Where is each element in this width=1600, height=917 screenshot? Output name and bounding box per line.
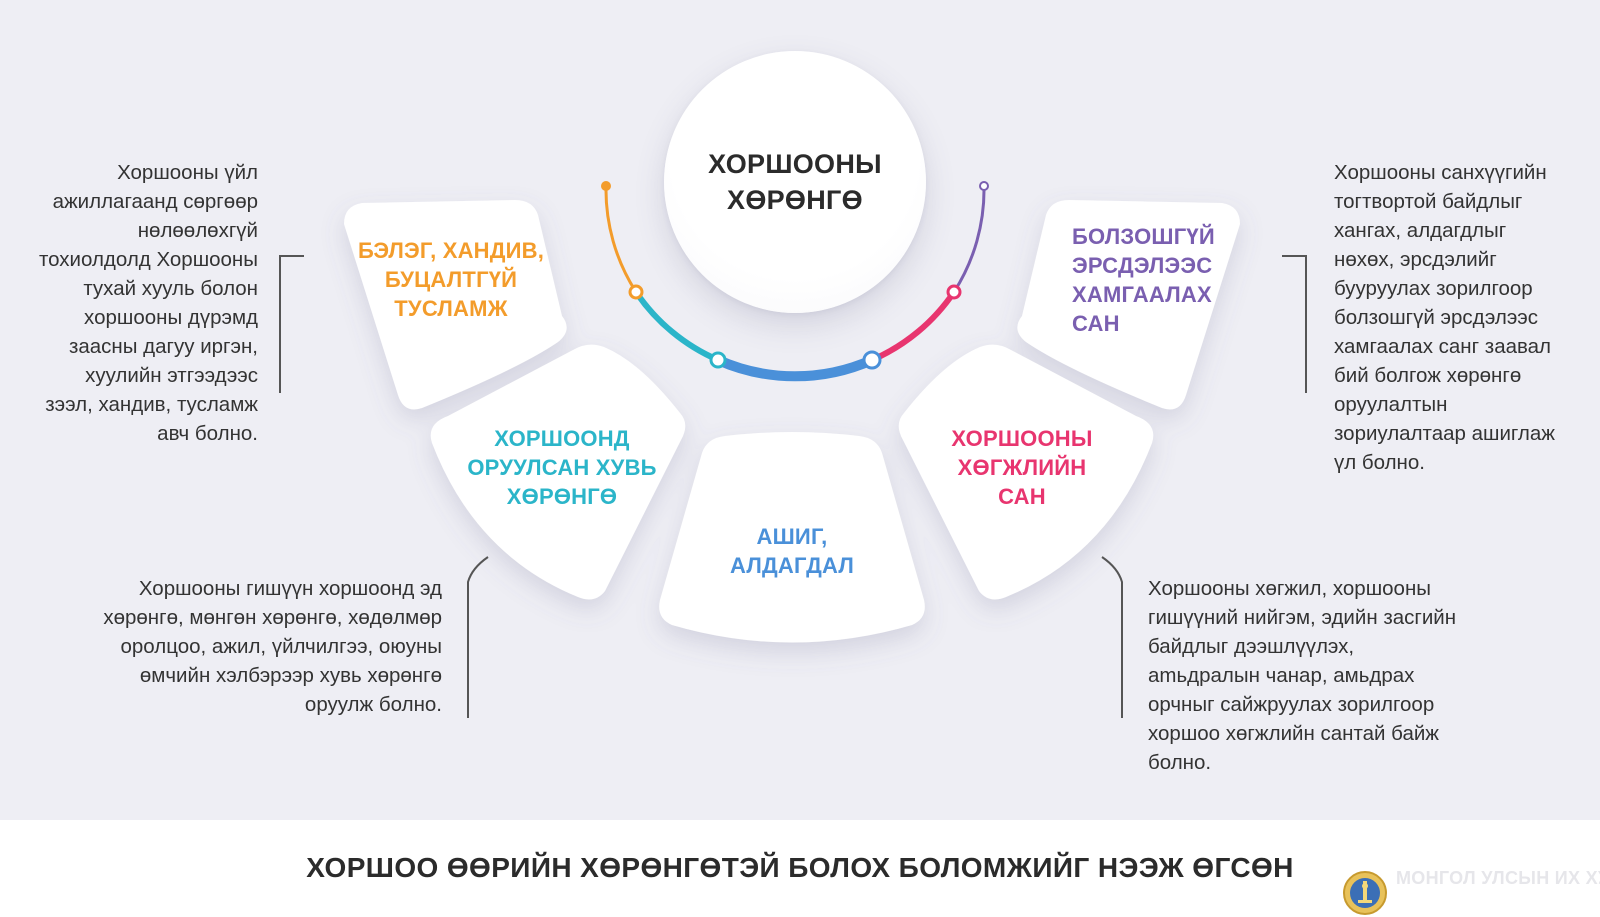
arc-node-orange: [628, 284, 644, 300]
arc-segment-blue: [713, 355, 877, 382]
watermark-text: МОНГОЛ УЛСЫН ИХ ХУРАЛ: [1396, 868, 1600, 888]
card-profit-shape: [659, 432, 925, 643]
footer-bar: ХОРШОО ӨӨРИЙН ХӨРӨНГӨТЭЙ БОЛОХ БОЛОМЖИЙГ…: [0, 820, 1600, 917]
center-circle: ХОРШООНЫ ХӨРӨНГӨ: [664, 51, 926, 313]
description-development: Хоршооны хөгжил, хоршооны гишүүний нийгэ…: [1148, 577, 1457, 774]
arc-segment-orange: [604, 184, 638, 294]
bracket-gift: [279, 255, 304, 393]
card-label-profit: АШИГ, АЛДАГДАЛ: [730, 524, 854, 578]
soyombo-emblem-icon: [1343, 871, 1387, 915]
card-gift-shape: [344, 200, 567, 410]
arc-node-blue: [862, 350, 882, 370]
arc-node-pink: [946, 284, 962, 300]
card-label-gift: БЭЛЭГ, ХАНДИВ, БУЦАЛТГҮЙ ТУСЛАМЖ: [357, 238, 545, 321]
arc-node-orange-end: [601, 181, 611, 191]
card-insurance-shape: [1017, 200, 1240, 410]
color-arc: [604, 184, 986, 382]
arc-node-teal: [709, 351, 727, 369]
arc-segment-purple: [952, 184, 986, 294]
arc-segment-teal: [633, 289, 721, 363]
description-member: Хоршооны гишүүн хоршоонд эд хөрөнгө, мөн…: [103, 577, 442, 716]
card-label-member: ХОРШООНД ОРУУЛСАН ХУВЬ ХӨРӨНГӨ: [467, 426, 657, 509]
bracket-development: [1101, 556, 1123, 718]
arc-segment-pink: [869, 289, 957, 363]
card-member-shape: [430, 344, 686, 600]
card-label-development: ХОРШООНЫ ХӨГЖЛИЙН САН: [951, 426, 1093, 509]
description-gift: Хоршооны үйл ажиллагаанд сөргөөр нөлөөлө…: [38, 161, 258, 445]
bracket-member: [467, 556, 489, 718]
description-insurance: Хоршооны санхүүгийн тогтвортой байдлыг х…: [1334, 161, 1556, 474]
center-title: ХОРШООНЫ ХӨРӨНГӨ: [708, 149, 882, 215]
bracket-insurance: [1282, 255, 1307, 393]
arc-nodes: [601, 181, 989, 370]
footer-title: ХОРШОО ӨӨРИЙН ХӨРӨНГӨТЭЙ БОЛОХ БОЛОМЖИЙГ…: [306, 852, 1294, 883]
arc-node-purple-end: [979, 181, 989, 191]
card-label-insurance: БОЛЗОШГҮЙ ЭРСДЭЛЭЭС ХАМГААЛАХ САН: [1072, 224, 1215, 336]
diagram-canvas: [279, 181, 1307, 718]
card-development-shape: [898, 344, 1154, 600]
bracket-lines: [279, 255, 1307, 718]
